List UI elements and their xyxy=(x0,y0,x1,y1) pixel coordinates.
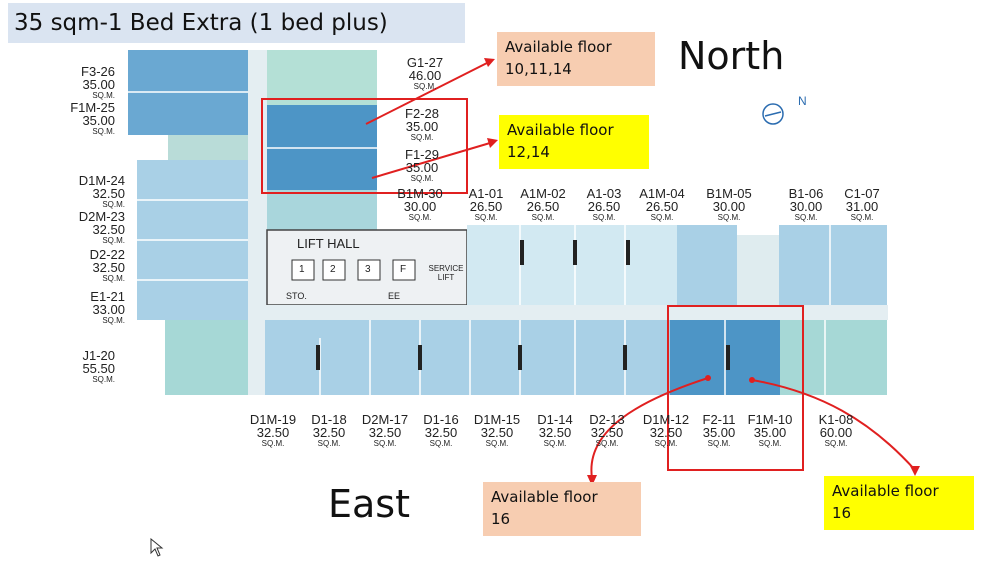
lift-boxes xyxy=(291,259,416,281)
service-lift-label: SERVICE LIFT xyxy=(428,264,464,282)
unit-dividers xyxy=(128,91,831,395)
arrow-f1m-10 xyxy=(751,379,916,471)
note-heading: Available floor xyxy=(505,38,612,56)
note-floors: 10,11,14 xyxy=(505,60,572,78)
lift-hall-label: LIFT HALL xyxy=(297,236,360,251)
compass-letter: N xyxy=(798,94,807,108)
wall-marks xyxy=(316,240,730,370)
arrows xyxy=(365,62,916,479)
arrowheads xyxy=(484,58,920,486)
highlight-box-bottom xyxy=(667,305,804,471)
note-heading: Available floor xyxy=(491,488,598,506)
unit-block-k1 xyxy=(780,320,887,395)
availability-note: Available floor 16 xyxy=(483,482,641,536)
stair-core-right xyxy=(737,235,779,305)
note-floors: 12,14 xyxy=(507,143,550,161)
corridor-vertical xyxy=(248,50,267,395)
unit-block-b1-c1 xyxy=(779,225,887,305)
stair-core-left xyxy=(168,135,248,160)
availability-note: Available floor 12,14 xyxy=(499,115,649,169)
lift-2-label: 2 xyxy=(330,264,336,275)
arrow-f2-11 xyxy=(590,377,709,479)
availability-note: Available floor 10,11,14 xyxy=(497,32,655,86)
lift-1-label: 1 xyxy=(299,264,305,275)
note-floors: 16 xyxy=(491,510,511,528)
corridor-main xyxy=(248,305,888,320)
page-title: 35 sqm-1 Bed Extra (1 bed plus) xyxy=(8,3,465,43)
note-floors: 16 xyxy=(832,504,852,522)
north-label: North xyxy=(678,34,785,78)
lift-f-label: F xyxy=(400,264,407,275)
unit-block-b1m-05 xyxy=(677,225,737,305)
note-heading: Available floor xyxy=(507,121,614,139)
compass-icon xyxy=(762,103,784,125)
unit-row-a xyxy=(467,225,677,305)
highlight-box-top xyxy=(261,98,468,194)
ee-label: EE xyxy=(388,291,401,301)
unit-row-d xyxy=(265,320,670,395)
arrow-f1-29 xyxy=(371,142,491,179)
east-label: East xyxy=(328,482,410,526)
unit-block-b1m-30 xyxy=(267,190,377,230)
lift-3-label: 3 xyxy=(365,264,371,275)
mouse-cursor-icon xyxy=(150,538,164,557)
unit-block-g1 xyxy=(267,50,377,105)
sto-label: STO. xyxy=(286,291,307,301)
arrow-f2-28 xyxy=(365,62,488,125)
availability-note: Available floor 16 xyxy=(824,476,974,530)
note-heading: Available floor xyxy=(832,482,939,500)
